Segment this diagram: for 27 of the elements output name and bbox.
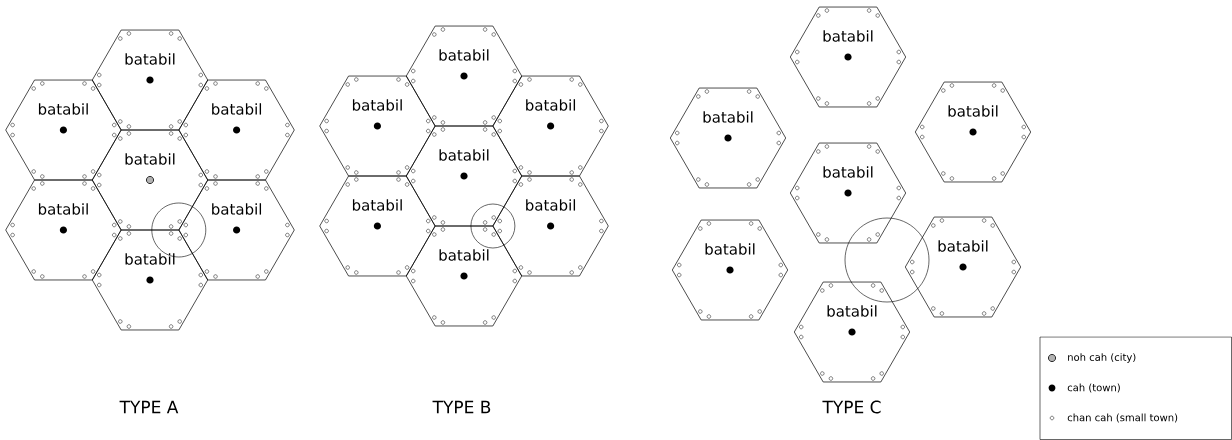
cell-label: batabil (38, 203, 88, 215)
legend-text: chan cah (small town) (1067, 413, 1178, 423)
cell-label: batabil (526, 99, 576, 111)
legend-text: noh cah (city) (1068, 353, 1136, 363)
cell-label: batabil (212, 203, 262, 215)
cell-label: batabil (125, 253, 175, 265)
cell-label: batabil (705, 243, 755, 255)
cell-label: batabil (526, 199, 576, 211)
cell-label: batabil (938, 240, 988, 252)
cell-label: batabil (439, 49, 489, 61)
cell-label: batabil (439, 149, 489, 161)
type-label: TYPE C (822, 400, 881, 414)
cell-label: batabil (823, 30, 873, 42)
cell-label: batabil (352, 99, 402, 111)
cell-label: batabil (439, 249, 489, 261)
cell-label: batabil (352, 199, 402, 211)
cell-label: batabil (703, 111, 753, 123)
type-label: TYPE B (432, 400, 491, 414)
cell-label: batabil (948, 105, 998, 117)
cell-label: batabil (125, 153, 175, 165)
cell-label: batabil (823, 166, 873, 178)
cell-label: batabil (125, 53, 175, 65)
type-label: TYPE A (119, 400, 179, 414)
legend-text: cah (town) (1067, 383, 1120, 393)
cell-label: batabil (212, 103, 262, 115)
cell-label: batabil (827, 305, 877, 317)
cell-label: batabil (38, 103, 88, 115)
